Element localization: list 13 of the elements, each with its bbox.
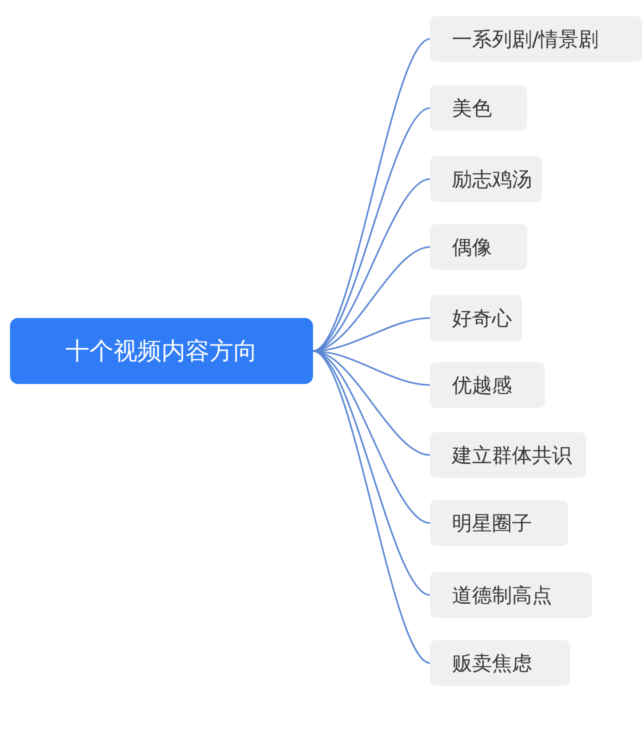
topic-box: 一系列剧/情景剧 [430, 16, 642, 62]
connector-line [312, 107, 430, 352]
topic-box: 励志鸡汤 [430, 156, 542, 202]
topic-box: 明星圈子 [430, 500, 568, 546]
topic-box: 贩卖焦虑 [430, 640, 570, 686]
topic-box: 好奇心 [430, 295, 522, 341]
topic-box: 建立群体共识 [430, 432, 586, 478]
root-topic-box: 十个视频内容方向 [10, 318, 313, 384]
topic-box: 偶像 [430, 224, 527, 270]
topic-box: 美色 [430, 85, 527, 131]
topic-box: 优越感 [430, 362, 545, 408]
connector-line [312, 350, 430, 664]
topic-box: 道德制高点 [430, 572, 592, 618]
